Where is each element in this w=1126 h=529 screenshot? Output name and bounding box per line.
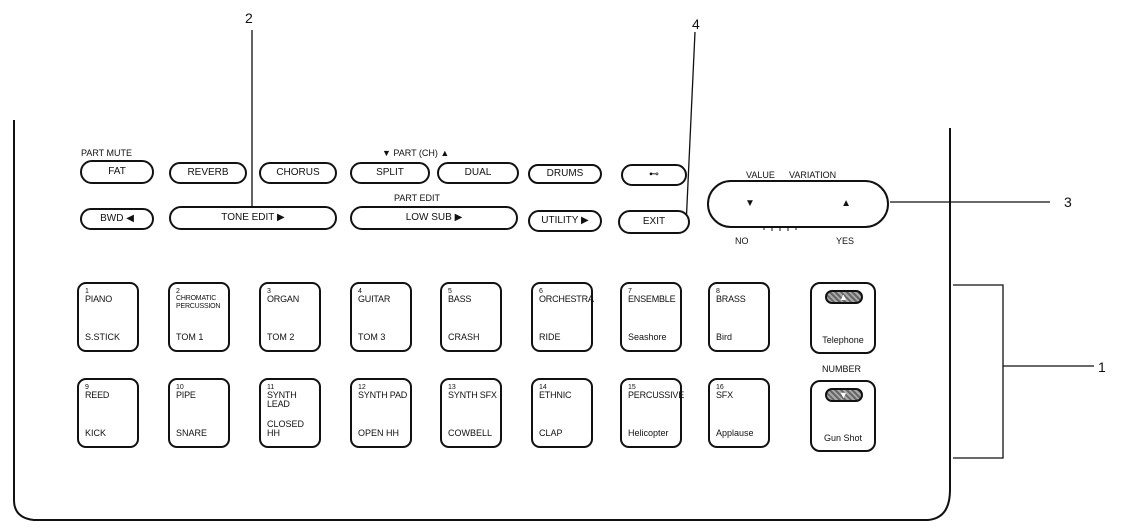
split-button[interactable]: SPLIT (350, 162, 430, 184)
callout-2: 2 (245, 10, 253, 26)
up-arrow-icon: ▲ (825, 290, 863, 304)
pad-name: SFX (716, 390, 733, 400)
pad-name: PIPE (176, 390, 196, 400)
pad-name: SYNTH PAD (358, 390, 408, 400)
pad-name: BASS (448, 294, 472, 304)
value-rocker[interactable]: ▼ ▲ (707, 180, 889, 228)
pad-number: 13 (448, 384, 456, 391)
number-down-label: Gun Shot (823, 433, 863, 443)
no-label: NO (735, 236, 749, 246)
pad-name: PERCUSSIVE (628, 390, 685, 400)
chorus-button[interactable]: CHORUS (259, 162, 337, 184)
pad-sub-label: TOM 3 (358, 332, 386, 342)
pad-number: 1 (85, 288, 89, 295)
part-mute-label: PART MUTE (81, 148, 133, 158)
callout-1: 1 (1098, 359, 1106, 375)
pad-name: GUITAR (358, 294, 391, 304)
reverb-button[interactable]: REVERB (169, 162, 247, 184)
drums-button[interactable]: DRUMS (528, 164, 602, 184)
pad-name: ORCHESTRA (539, 294, 594, 304)
pad-number: 5 (448, 288, 452, 295)
pad-number: 11 (267, 384, 275, 391)
pad-number: 9 (85, 384, 89, 391)
pad-number: 15 (628, 384, 636, 391)
callout-4: 4 (692, 16, 700, 32)
pad-number: 2 (176, 288, 180, 295)
down-arrow-icon: ▼ (825, 388, 863, 402)
pad-sub-label: S.STICK (85, 332, 121, 342)
part-edit-label: PART EDIT (394, 193, 441, 203)
pad-sub-label: TOM 1 (176, 332, 204, 342)
pad-number: 10 (176, 384, 184, 391)
pad-number: 3 (267, 288, 271, 295)
pad-name: ETHNIC (539, 390, 572, 400)
number-label: NUMBER (822, 364, 862, 374)
pad-name: ENSEMBLE (628, 294, 676, 304)
pad-name: BRASS (716, 294, 746, 304)
pad-name: SYNTH LEAD (267, 390, 297, 409)
part-ch-label: ▼ PART (CH) ▲ (382, 148, 450, 158)
pad-name: REED (85, 390, 110, 400)
pad-sub-label: CRASH (448, 332, 480, 342)
pad-name: PIANO (85, 294, 113, 304)
pad-sub-label: RIDE (539, 332, 561, 342)
variation-label: VARIATION (789, 170, 837, 180)
link-button[interactable]: ⊷ (621, 164, 687, 186)
number-up-button[interactable]: ▲ Telephone (810, 282, 876, 354)
pad-number: 12 (358, 384, 366, 391)
pad-number: 6 (539, 288, 543, 295)
pad-sub-label: Helicopter (628, 428, 669, 438)
pad-name: SYNTH SFX (448, 390, 497, 400)
pad-sub-label: Seashore (628, 332, 667, 342)
pad-number: 8 (716, 288, 720, 295)
pad-sub-label: Applause (716, 428, 754, 438)
tone-edit-button[interactable]: TONE EDIT ▶ (169, 206, 337, 230)
number-down-button[interactable]: ▼ Gun Shot (810, 380, 876, 452)
pad-sub-label: OPEN HH (358, 428, 400, 438)
low-sub-button[interactable]: LOW SUB ▶ (350, 206, 518, 230)
pad-sub-label: KICK (85, 428, 107, 438)
bwd-button[interactable]: BWD ◀ (80, 208, 154, 230)
pad-name: CHROMATIC PERCUSSION (176, 295, 221, 310)
pad-number: 4 (358, 288, 362, 295)
pad-number: 7 (628, 288, 632, 295)
pad-sub-label: CLAP (539, 428, 563, 438)
callout-3: 3 (1064, 194, 1072, 210)
number-up-label: Telephone (822, 335, 864, 345)
fat-button[interactable]: FAT (80, 160, 154, 184)
value-label: VALUE (746, 170, 775, 180)
value-up-icon: ▲ (841, 198, 851, 209)
pad-sub-label: TOM 2 (267, 332, 295, 342)
pad-sub-label: CLOSED HH (267, 419, 305, 438)
dual-button[interactable]: DUAL (437, 162, 519, 184)
yes-label: YES (836, 236, 855, 246)
pad-sub-label: SNARE (176, 428, 208, 438)
pad-number: 14 (539, 384, 547, 391)
pad-name: ORGAN (267, 294, 300, 304)
utility-button[interactable]: UTILITY ▶ (528, 210, 602, 232)
pad-sub-label: COWBELL (448, 428, 493, 438)
value-down-icon: ▼ (745, 198, 755, 209)
exit-button[interactable]: EXIT (618, 210, 690, 234)
pad-sub-label: Bird (716, 332, 733, 342)
pad-number: 16 (716, 384, 724, 391)
